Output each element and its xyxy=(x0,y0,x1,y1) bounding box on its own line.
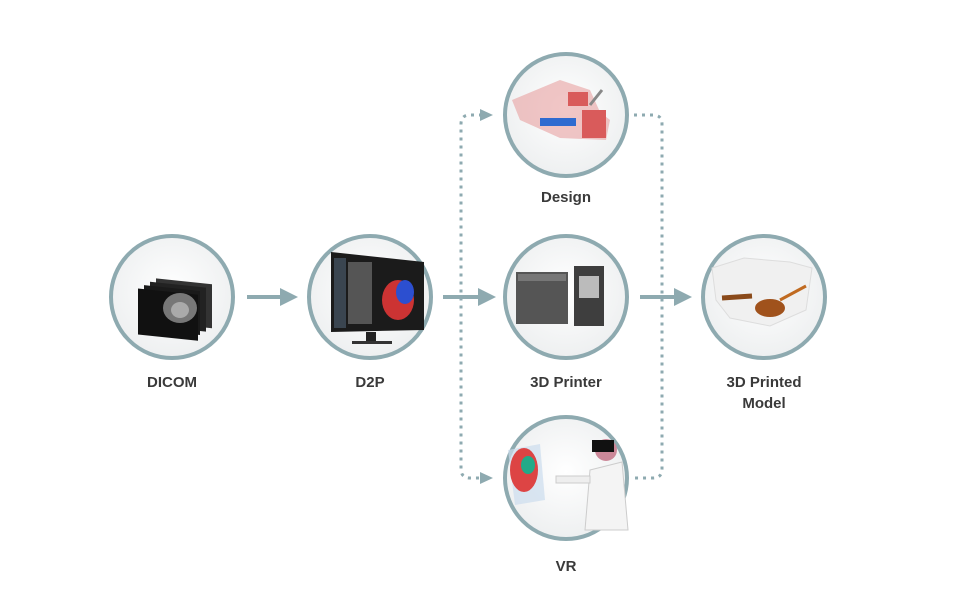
node-design-circle xyxy=(503,52,629,178)
monitor-icon xyxy=(331,252,424,344)
node-d2p-circle xyxy=(307,234,433,360)
label-3d-printed-line1: 3D Printed xyxy=(726,374,802,391)
design-model-icon xyxy=(512,80,610,140)
arrowhead-to-design xyxy=(480,109,493,121)
arrowhead-to-vr xyxy=(480,472,493,484)
node-model-circle xyxy=(701,234,827,360)
node-dicom-circle xyxy=(109,234,235,360)
3d-printer-icon xyxy=(516,266,604,326)
node-printer-circle xyxy=(503,234,629,360)
node-vr-circle xyxy=(503,415,629,541)
label-vr: VR xyxy=(555,558,577,575)
label-dicom: DICOM xyxy=(147,374,197,391)
label-3d-printer: 3D Printer xyxy=(530,374,602,391)
label-3d-printed-model: 3D Printed Model xyxy=(684,372,844,414)
vr-user-icon xyxy=(508,439,629,531)
jaw-model-icon xyxy=(711,257,813,327)
dicom-image-stack-icon xyxy=(138,278,212,341)
label-design: Design xyxy=(540,189,591,206)
label-3d-printed-line2: Model xyxy=(742,395,786,412)
arrow-d2p-printer xyxy=(443,288,496,306)
label-d2p: D2P xyxy=(355,374,385,391)
arrow-dicom-d2p xyxy=(247,288,298,306)
arrow-printer-model xyxy=(640,288,692,306)
